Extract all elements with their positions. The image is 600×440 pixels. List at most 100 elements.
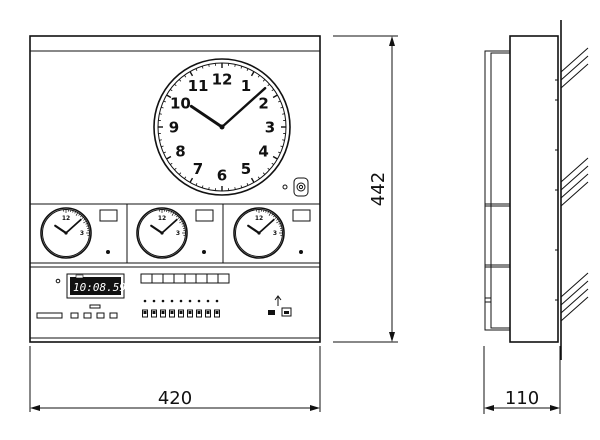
side-bezel-outer bbox=[484, 50, 511, 331]
switch-led bbox=[143, 299, 147, 303]
sub-clock-tick bbox=[85, 223, 88, 225]
toggle-switch[interactable] bbox=[196, 309, 202, 318]
sub-clock-tick bbox=[278, 223, 281, 225]
main-clock-tick bbox=[278, 151, 281, 154]
depth-value: 110 bbox=[505, 388, 539, 409]
main-clock-tick bbox=[208, 64, 210, 67]
main-clock-tick bbox=[208, 187, 210, 190]
strip-button[interactable] bbox=[140, 273, 153, 284]
wall-hatch-line bbox=[560, 165, 589, 191]
wall-hatch-line bbox=[560, 272, 589, 298]
sub-clock-hour-hand bbox=[150, 224, 164, 235]
strip-button[interactable] bbox=[173, 273, 186, 284]
main-clock-tick bbox=[271, 89, 275, 92]
panel-button-3[interactable] bbox=[96, 312, 105, 319]
toggle-switch[interactable] bbox=[142, 309, 148, 318]
strip-button[interactable] bbox=[184, 273, 197, 284]
sub-clock-knob[interactable] bbox=[299, 250, 303, 254]
strip-button[interactable] bbox=[206, 273, 219, 284]
sub-clock-tick bbox=[176, 215, 178, 218]
toggle-switch[interactable] bbox=[160, 309, 166, 318]
switch-led bbox=[170, 299, 174, 303]
sub-clock-knob[interactable] bbox=[106, 250, 110, 254]
main-clock-tick bbox=[166, 94, 172, 99]
sub-clock-tick bbox=[171, 212, 175, 216]
sub-clock-tick bbox=[268, 212, 272, 216]
main-clock-tick bbox=[282, 113, 285, 115]
panel-button-1[interactable] bbox=[70, 312, 79, 319]
strip-button[interactable] bbox=[162, 273, 175, 284]
toggle-switch[interactable] bbox=[178, 309, 184, 318]
sub-clock-tick bbox=[276, 220, 280, 224]
wall-hatch-line bbox=[560, 280, 589, 306]
wall-hatch-line bbox=[560, 296, 589, 322]
sub-clock-center bbox=[257, 231, 261, 235]
main-clock-tick bbox=[201, 66, 204, 69]
main-clock-minute-hand bbox=[220, 86, 267, 129]
sub-clock-minute-hand bbox=[258, 218, 275, 234]
main-clock-tick bbox=[234, 187, 236, 190]
sub-clock-tick bbox=[72, 210, 74, 213]
lcd-slot bbox=[89, 304, 101, 309]
sub-clock-knob[interactable] bbox=[202, 250, 206, 254]
toggle-switch-lever bbox=[170, 311, 174, 314]
sub-clock-numeral-3: 3 bbox=[273, 230, 277, 237]
front-body-outline bbox=[29, 35, 321, 343]
main-clock-numeral: 5 bbox=[241, 160, 251, 178]
sub-clock-numeral-3: 3 bbox=[176, 230, 180, 237]
toggle-switch[interactable] bbox=[205, 309, 211, 318]
main-clock-tick bbox=[234, 64, 236, 67]
main-clock-tick bbox=[278, 100, 281, 103]
main-clock-tick bbox=[262, 79, 266, 82]
outlet-icon bbox=[281, 307, 292, 317]
wall-hatch-line bbox=[560, 157, 589, 183]
switch-led bbox=[188, 299, 192, 303]
panel-long-button[interactable] bbox=[36, 312, 63, 319]
sub-clock-tick bbox=[74, 211, 76, 214]
strip-button[interactable] bbox=[195, 273, 208, 284]
main-clock-tick bbox=[174, 167, 177, 171]
sub-clock-tick bbox=[179, 218, 182, 221]
sub-clock-numeral-12: 12 bbox=[158, 215, 166, 222]
toggle-switch[interactable] bbox=[151, 309, 157, 318]
sub-clock-numeral-3: 3 bbox=[80, 230, 84, 237]
sub-clock-tick bbox=[271, 213, 274, 216]
main-clock-tick bbox=[178, 172, 182, 175]
sub-clock-tick bbox=[170, 211, 172, 214]
toggle-switch[interactable] bbox=[187, 309, 193, 318]
outlet-slot bbox=[284, 311, 289, 314]
sub-clock-tick bbox=[181, 223, 184, 225]
sub-clock-tick bbox=[273, 215, 275, 218]
main-clock-tick bbox=[257, 176, 260, 180]
sub-clock-numeral-12: 12 bbox=[62, 215, 70, 222]
strip-button[interactable] bbox=[217, 273, 230, 284]
strip-button[interactable] bbox=[151, 273, 164, 284]
toggle-switch[interactable] bbox=[214, 309, 220, 318]
toggle-switch[interactable] bbox=[169, 309, 175, 318]
lcd-time-text: 10:08.59 bbox=[73, 281, 126, 294]
sub-clock-tick bbox=[168, 210, 170, 213]
toggle-switch-lever bbox=[215, 311, 219, 314]
main-clock-tick bbox=[267, 83, 270, 87]
control-panel: 10:08.59 bbox=[36, 273, 292, 319]
main-clock-tick bbox=[159, 113, 162, 115]
switch-led bbox=[206, 299, 210, 303]
main-clock-tick bbox=[272, 155, 278, 160]
main-clock-tick bbox=[189, 177, 194, 183]
wall-hatch-line bbox=[560, 55, 589, 81]
panel-button-2[interactable] bbox=[83, 312, 92, 319]
switch-led bbox=[161, 299, 165, 303]
main-clock-numeral: 12 bbox=[212, 71, 233, 89]
sub-clock: 12 3 bbox=[136, 207, 214, 259]
toggle-switch-lever bbox=[197, 311, 201, 314]
sub-clock-tick bbox=[83, 220, 87, 224]
main-clock-numeral: 9 bbox=[169, 119, 179, 137]
main-clock-tick bbox=[272, 94, 278, 99]
panel-button-4[interactable] bbox=[109, 312, 118, 319]
wall-hatch-line bbox=[560, 63, 589, 89]
